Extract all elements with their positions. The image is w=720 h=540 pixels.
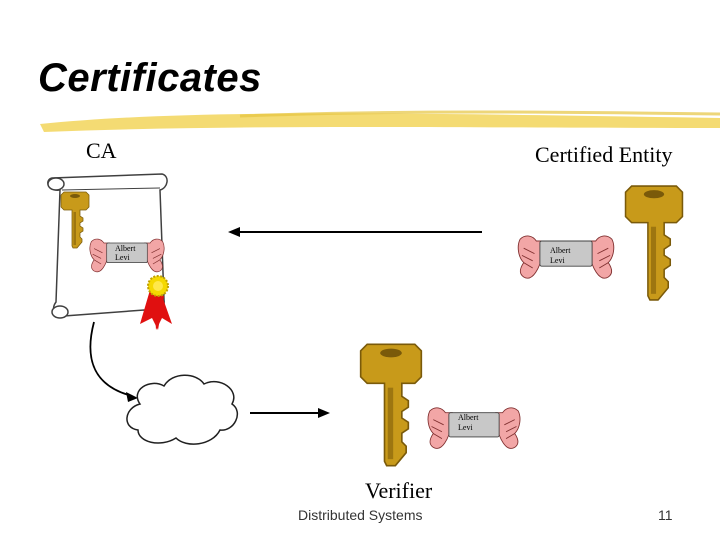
ca-card-name-2: Levi xyxy=(115,253,130,262)
certified-entity-label: Certified Entity xyxy=(535,142,673,167)
certificate-to-cloud-arrow xyxy=(89,321,133,397)
verifier-card-name-1: Albert xyxy=(458,413,479,422)
seal-ribbon-icon xyxy=(140,275,172,330)
verifier-key-icon xyxy=(359,343,423,467)
cloud-icon xyxy=(126,374,238,445)
footer-course: Distributed Systems xyxy=(298,507,423,523)
slide-title: Certificates xyxy=(38,56,262,100)
ca-label: CA xyxy=(86,138,117,163)
verifier-card-name-2: Levi xyxy=(458,423,473,432)
entity-hands-card-icon xyxy=(517,235,615,279)
verifier-label: Verifier xyxy=(365,478,433,503)
title-underline xyxy=(40,113,720,132)
entity-card-name-2: Levi xyxy=(550,256,565,265)
entity-card-name-1: Albert xyxy=(550,246,571,255)
ca-card-name-1: Albert xyxy=(115,244,136,253)
page-number: 11 xyxy=(658,507,673,523)
entity-key-icon xyxy=(624,185,684,301)
